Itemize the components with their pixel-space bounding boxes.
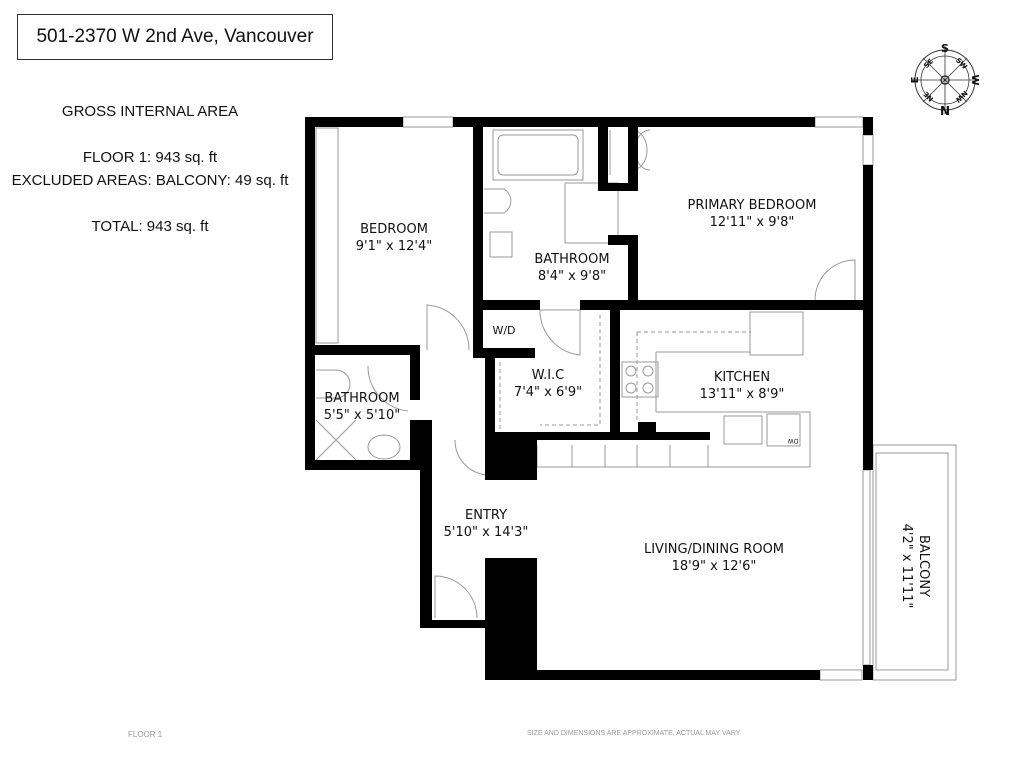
wall: [420, 420, 432, 628]
area-summary: GROSS INTERNAL AREA FLOOR 1: 943 sq. ft …: [0, 100, 300, 238]
svg-text:W: W: [969, 74, 980, 85]
sink-icon: [489, 231, 513, 258]
floor-label: FLOOR 1: [128, 730, 163, 739]
balcony-outline: [872, 444, 957, 681]
wic-name: W.I.C: [532, 368, 565, 383]
wall: [485, 558, 537, 680]
window: [862, 134, 874, 166]
shower-icon: [564, 182, 619, 244]
door-swing: [426, 304, 470, 351]
kitchen-size: 13'11" x 8'9": [700, 387, 785, 402]
living-name: LIVING/DINING ROOM: [644, 542, 784, 557]
disclaimer: SIZE AND DIMENSIONS ARE APPROXIMATE, ACT…: [527, 730, 741, 737]
wall: [483, 300, 540, 310]
wall: [598, 127, 608, 185]
toilet-icon: [316, 369, 351, 399]
sliding-door: [862, 469, 871, 666]
wall: [863, 665, 873, 680]
wall: [485, 432, 537, 480]
wall: [537, 670, 820, 680]
address-title: 501-2370 W 2nd Ave, Vancouver: [17, 14, 333, 60]
wall: [628, 245, 638, 300]
kitchen-sink-icon: [723, 415, 763, 445]
closet: [315, 127, 339, 344]
entry-name: ENTRY: [465, 508, 507, 523]
wall: [863, 117, 873, 135]
walls: [305, 117, 873, 680]
door-swing: [539, 309, 581, 356]
primary-bedroom-size: 12'11" x 9'8": [710, 215, 795, 230]
wall: [580, 300, 873, 310]
svg-text:E: E: [910, 76, 921, 83]
small-bathroom-name: BATHROOM: [324, 391, 399, 406]
small-bathroom-size: 5'5" x 5'10": [324, 408, 400, 423]
wall: [485, 432, 710, 440]
balcony-size: 4'2" x 11'11": [899, 524, 914, 609]
bathroom-name: BATHROOM: [534, 252, 609, 267]
bathroom-size: 8'4" x 9'8": [538, 269, 606, 284]
wall: [473, 348, 535, 358]
primary-bedroom-name: PRIMARY BEDROOM: [688, 198, 817, 213]
excluded-area: EXCLUDED AREAS: BALCONY: 49 sq. ft: [11, 172, 289, 189]
door-swing: [814, 259, 856, 301]
wall: [420, 620, 485, 628]
wall: [638, 422, 656, 434]
wall: [485, 348, 495, 438]
sink-icon: [367, 434, 401, 460]
bedroom-name: BEDROOM: [360, 222, 428, 237]
total-area: TOTAL: 943 sq. ft: [91, 218, 209, 235]
bedroom-size: 9'1" x 12'4": [356, 239, 432, 254]
wall: [305, 117, 403, 127]
wall: [473, 117, 483, 357]
wall: [608, 235, 638, 245]
floor-area: FLOOR 1: 943 sq. ft: [82, 149, 218, 166]
shower-icon: [315, 419, 357, 461]
room-labels: BEDROOM 9'1" x 12'4" BATHROOM 8'4" x 9'8…: [324, 198, 931, 608]
entry-door-swing: [434, 575, 478, 619]
living-size: 18'9" x 12'6": [672, 559, 757, 574]
wall: [305, 345, 420, 355]
wall: [628, 127, 638, 187]
wall: [305, 117, 315, 470]
wall: [410, 355, 420, 400]
bathtub-icon: [492, 129, 584, 181]
window: [814, 116, 864, 128]
svg-text:S: S: [941, 42, 949, 55]
kitchen-name: KITCHEN: [714, 370, 770, 385]
svg-text:N: N: [940, 104, 950, 118]
window: [402, 116, 454, 128]
compass-rose-icon: S N W E SW SE NW NE: [910, 42, 980, 118]
door-swing: [367, 365, 409, 412]
wall: [453, 117, 815, 127]
wall: [863, 165, 873, 470]
area-heading: GROSS INTERNAL AREA: [61, 103, 239, 120]
window: [819, 669, 863, 681]
cooktop-icon: [621, 361, 659, 398]
entry-size: 5'10" x 14'3": [444, 525, 529, 540]
wall: [305, 460, 420, 470]
toilet-icon: [484, 188, 512, 214]
dishwasher-icon: [766, 413, 801, 447]
wall: [598, 183, 638, 191]
door-swing: [454, 439, 488, 476]
dw-label: DW: [788, 437, 799, 444]
wic-size: 7'4" x 6'9": [514, 385, 582, 400]
balcony-name: BALCONY: [916, 535, 931, 597]
wall: [610, 310, 620, 435]
wd-label: W/D: [492, 324, 515, 337]
